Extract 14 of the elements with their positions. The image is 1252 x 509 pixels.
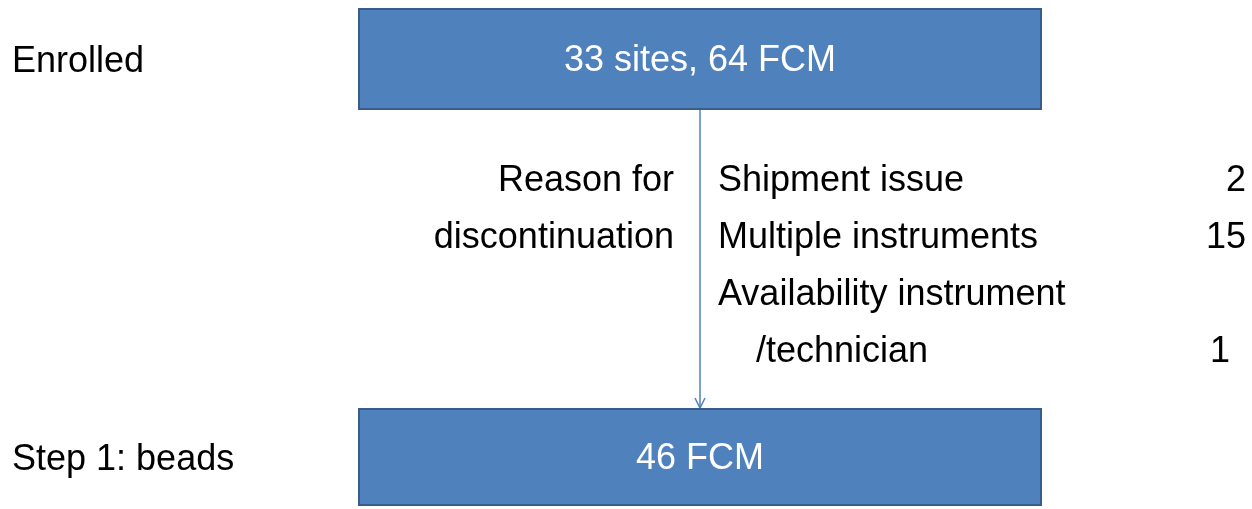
reason-label: Multiple instruments [718, 214, 1039, 258]
row-label: Enrolled [12, 38, 145, 82]
count-label: 2 [1224, 157, 1246, 201]
arrow [694, 109, 706, 409]
process-box [358, 8, 1042, 110]
process-box [358, 408, 1042, 506]
count-label: 1 [1208, 328, 1230, 372]
box-label: 33 sites, 64 FCM [563, 38, 837, 80]
reason-label: Availability instrument /technician [718, 271, 1067, 372]
reason-label: Shipment issue [718, 157, 965, 201]
count-label: 15 [1204, 214, 1246, 258]
box-label: 46 FCM [636, 436, 764, 478]
row-label: Step 1: beads [12, 436, 235, 480]
edge-note: Reason for discontinuation [432, 157, 674, 258]
